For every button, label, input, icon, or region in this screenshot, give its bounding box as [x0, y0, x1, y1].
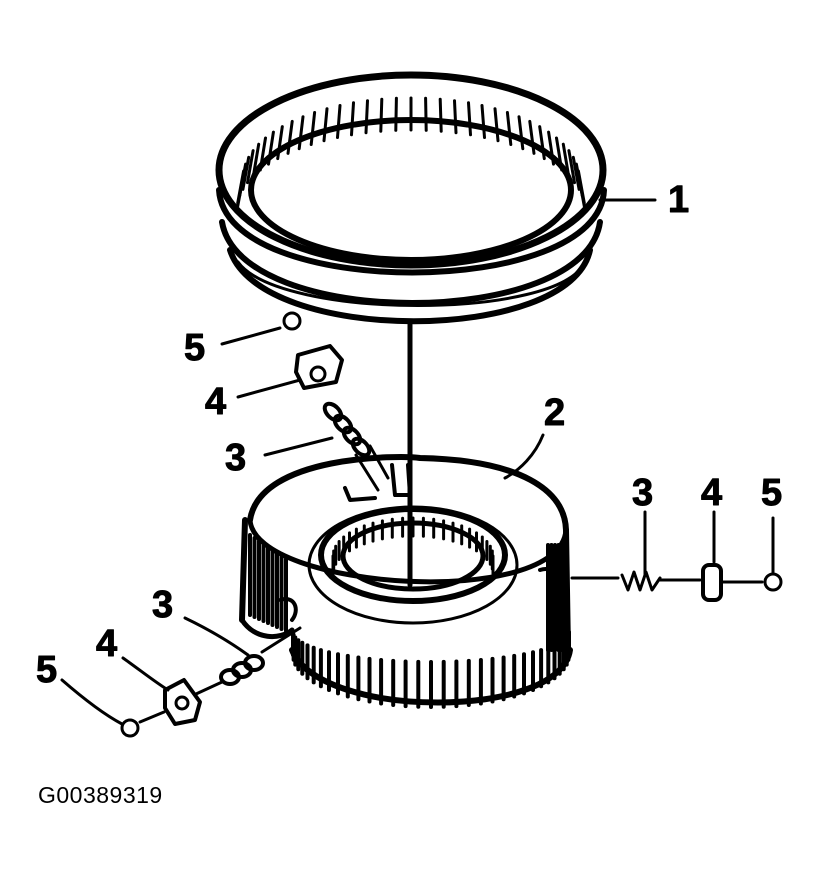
left-strut-kit [120, 626, 302, 738]
callout-5-right: 5 [761, 472, 782, 514]
part-4-strut-left [163, 678, 202, 726]
part-5-ball-left [120, 718, 140, 738]
callout-2: 2 [544, 392, 565, 434]
callout-4-top: 4 [205, 381, 226, 423]
part-5-ball-top [282, 311, 302, 331]
callout-5-left: 5 [36, 649, 57, 691]
callout-3-top: 3 [225, 437, 246, 479]
callout-5-top: 5 [184, 327, 205, 369]
callout-4-right: 4 [701, 472, 722, 514]
part-3-spring-top [322, 401, 390, 492]
part-2-bore-splines [331, 516, 495, 576]
callout-3-left: 3 [152, 584, 173, 626]
part-5-ball-right [763, 572, 783, 592]
leader-lines [60, 198, 775, 726]
callout-3-right: 3 [632, 472, 653, 514]
right-strut-kit [570, 563, 783, 602]
part-4-strut-top [294, 344, 344, 390]
part-2-gear-teeth [248, 533, 571, 709]
part-2-hub-gear [239, 454, 573, 709]
part-1-internal-splines [235, 96, 587, 212]
top-strut-kit [282, 311, 390, 492]
figure-id-label: G00389319 [38, 782, 163, 808]
part-3-spring-right [620, 570, 662, 592]
part-1-sleeve-ring [215, 71, 607, 325]
part-4-strut-right [701, 563, 723, 602]
callout-4-left: 4 [96, 623, 117, 665]
part-3-spring-left [219, 654, 265, 686]
callout-1: 1 [668, 179, 689, 221]
